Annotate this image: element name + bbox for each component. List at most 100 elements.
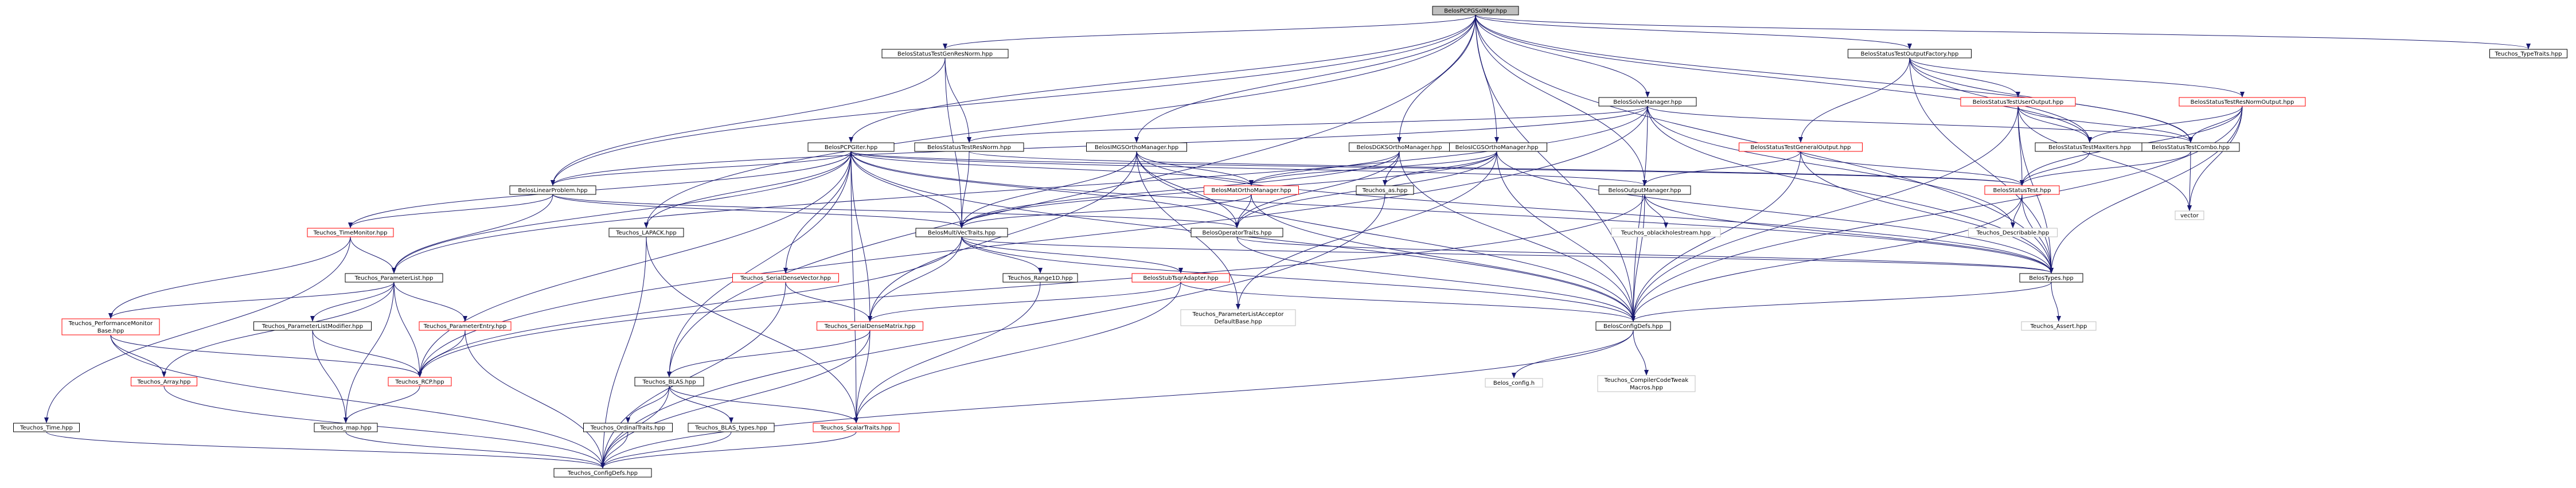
node-teuchosconfig[interactable]: Teuchos_ConfigDefs.hpp xyxy=(553,468,652,478)
node-matortho[interactable]: BelosMatOrthoManager.hpp xyxy=(1204,185,1299,195)
node-stof[interactable]: BelosStatusTestOutputFactory.hpp xyxy=(1848,49,1972,58)
edge-root-to-dgks xyxy=(1397,14,1476,143)
node-stuo[interactable]: BelosStatusTestUserOutput.hpp xyxy=(1960,97,2076,107)
node-as[interactable]: Teuchos_as.hpp xyxy=(1356,185,1414,195)
edge-outmgr-to-rcp xyxy=(417,194,1645,377)
node-label-as-0: Teuchos_as.hpp xyxy=(1362,188,1408,194)
edge-strno-to-stmax xyxy=(2087,106,2243,143)
node-label-stubtsqr-0: BelosStubTsqrAdapter.hpp xyxy=(1143,275,1218,282)
node-belosconfig[interactable]: BelosConfigDefs.hpp xyxy=(1595,321,1671,331)
node-stubtsqr[interactable]: BelosStubTsqrAdapter.hpp xyxy=(1131,273,1230,283)
node-map[interactable]: Teuchos_map.hpp xyxy=(314,423,378,432)
node-box-solvemgr xyxy=(1598,97,1697,107)
node-timemon[interactable]: Teuchos_TimeMonitor.hpp xyxy=(307,228,394,237)
edge-paramlist-to-map xyxy=(344,282,395,423)
node-label-belosconfig-0: BelosConfigDefs.hpp xyxy=(1603,323,1663,330)
edge-lapack-to-teuchosconfig xyxy=(600,236,647,469)
edge-linprob-to-paramlist xyxy=(392,194,553,274)
node-box-stcombo xyxy=(2141,142,2240,152)
node-label-imgs-0: BelosIMGSOrthoManager.hpp xyxy=(1095,145,1178,151)
edge-time-to-teuchosconfig xyxy=(46,431,605,469)
edge-range1d-to-scalar xyxy=(854,282,1041,423)
edge-serialdensemat-to-blas xyxy=(667,330,871,377)
node-paramlist[interactable]: Teuchos_ParameterList.hpp xyxy=(345,273,443,283)
node-rcp[interactable]: Teuchos_RCP.hpp xyxy=(388,377,452,387)
node-label-placcept-0: Teuchos_ParameterListAcceptor xyxy=(1192,311,1285,318)
edge-multivec-to-belosconfig xyxy=(961,236,1636,322)
node-stcombo[interactable]: BelosStatusTestCombo.hpp xyxy=(2141,142,2240,152)
node-oblackhole: Teuchos_oblackholestream.hpp xyxy=(1611,228,1721,237)
node-blas[interactable]: Teuchos_BLAS.hpp xyxy=(634,377,704,387)
node-imgs[interactable]: BelosIMGSOrthoManager.hpp xyxy=(1086,142,1187,152)
node-icgs[interactable]: BelosICGSOrthoManager.hpp xyxy=(1446,142,1547,152)
node-belostypes[interactable]: BelosTypes.hpp xyxy=(2019,273,2083,283)
node-typetraits[interactable]: Teuchos_TypeTraits.hpp xyxy=(2489,49,2567,58)
node-label-teuchosassert-0: Teuchos_Assert.hpp xyxy=(2030,323,2087,330)
node-blastypes[interactable]: Teuchos_BLAS_types.hpp xyxy=(688,423,775,432)
node-stgo[interactable]: BelosStatusTestGeneralOutput.hpp xyxy=(1739,142,1863,152)
node-solvemgr[interactable]: BelosSolveManager.hpp xyxy=(1598,97,1697,107)
node-multivec[interactable]: BelosMultiVecTraits.hpp xyxy=(915,228,1008,237)
edge-status-to-belosconfig xyxy=(1631,194,2023,322)
edge-paramentry-to-rcp xyxy=(417,330,466,377)
node-plmod[interactable]: Teuchos_ParameterListModifier.hpp xyxy=(253,321,372,331)
edge-icgs-to-as xyxy=(1383,151,1497,186)
node-status[interactable]: BelosStatusTest.hpp xyxy=(1984,185,2060,195)
node-serialdensemat[interactable]: Teuchos_SerialDenseMatrix.hpp xyxy=(817,321,923,331)
node-box-timemon xyxy=(307,228,394,237)
edge-matortho-to-belosconfig xyxy=(1251,194,1636,322)
node-scalar[interactable]: Teuchos_ScalarTraits.hpp xyxy=(813,423,900,432)
node-label-scalar-0: Teuchos_ScalarTraits.hpp xyxy=(819,425,892,431)
node-stmax[interactable]: BelosStatusTestMaxIters.hpp xyxy=(2035,142,2145,152)
edge-perfmon-to-array xyxy=(110,334,166,377)
edge-multivec-to-range1d xyxy=(961,236,1043,274)
edge-belosconfig-to-ccw xyxy=(1633,330,1649,376)
node-serialdensevec[interactable]: Teuchos_SerialDenseVector.hpp xyxy=(732,273,839,283)
edge-multivec-to-stubtsqr xyxy=(961,236,1183,274)
node-range1d[interactable]: Teuchos_Range1D.hpp xyxy=(1002,273,1078,283)
edge-stgo-to-outmgr xyxy=(1642,151,1801,186)
node-label-belosconfigh-0: Belos_config.h xyxy=(1493,380,1535,387)
node-ordinal[interactable]: Teuchos_OrdinalTraits.hpp xyxy=(583,423,673,432)
node-label-solvemgr-0: BelosSolveManager.hpp xyxy=(1613,99,1682,106)
node-pcpgiter[interactable]: BelosPCPGIter.hpp xyxy=(807,142,895,152)
node-linprob[interactable]: BelosLinearProblem.hpp xyxy=(509,185,596,195)
node-array[interactable]: Teuchos_Array.hpp xyxy=(131,377,197,387)
node-box-strn xyxy=(914,142,1024,152)
node-lapack[interactable]: Teuchos_LAPACK.hpp xyxy=(608,228,684,237)
node-label-strn-0: BelosStatusTestResNorm.hpp xyxy=(927,145,1011,151)
edge-pcpgiter-to-status xyxy=(850,151,2024,186)
edge-root-to-typetraits xyxy=(1475,14,2531,49)
node-strno[interactable]: BelosStatusTestResNormOutput.hpp xyxy=(2179,97,2306,107)
node-box-belosconfigh xyxy=(1485,378,1543,388)
edge-dgks-to-matortho xyxy=(1249,151,1400,186)
edge-blas-to-blastypes xyxy=(669,385,733,423)
node-root[interactable]: BelosPCPGSolMgr.hpp xyxy=(1432,6,1519,15)
edge-paramlist-to-plmod xyxy=(310,282,395,322)
edge-plmod-to-rcp xyxy=(312,330,422,377)
edge-pcpgiter-to-multivec xyxy=(850,151,964,228)
node-optraits[interactable]: BelosOperatorTraits.hpp xyxy=(1191,228,1283,237)
node-paramentry[interactable]: Teuchos_ParameterEntry.hpp xyxy=(419,321,512,331)
edge-belostypes-to-teuchosassert xyxy=(2051,282,2061,322)
edge-strn-to-multivec xyxy=(959,151,970,228)
edge-root-to-blas xyxy=(667,14,1476,377)
node-outmgr[interactable]: BelosOutputManager.hpp xyxy=(1598,185,1691,195)
node-dgks[interactable]: BelosDGKSOrthoManager.hpp xyxy=(1349,142,1450,152)
node-label-blastypes-0: Teuchos_BLAS_types.hpp xyxy=(694,425,767,431)
edge-paramlist-to-perfmon xyxy=(108,282,395,319)
node-stgrn[interactable]: BelosStatusTestGenResNorm.hpp xyxy=(881,49,1009,58)
node-label-optraits-0: BelosOperatorTraits.hpp xyxy=(1203,230,1272,236)
node-box-optraits xyxy=(1191,228,1283,237)
node-strn[interactable]: BelosStatusTestResNorm.hpp xyxy=(914,142,1024,152)
edge-multivec-to-serialdensemat xyxy=(868,236,962,322)
node-box-strno xyxy=(2179,97,2306,107)
node-label-strno-0: BelosStatusTestResNormOutput.hpp xyxy=(2191,99,2294,106)
edge-blas-to-ordinal xyxy=(626,385,670,423)
edge-matortho-to-multivec xyxy=(959,194,1252,228)
node-vector: vector xyxy=(2175,210,2204,220)
node-time[interactable]: Teuchos_Time.hpp xyxy=(13,423,80,432)
edge-scalar-to-teuchosconfig xyxy=(600,431,857,469)
